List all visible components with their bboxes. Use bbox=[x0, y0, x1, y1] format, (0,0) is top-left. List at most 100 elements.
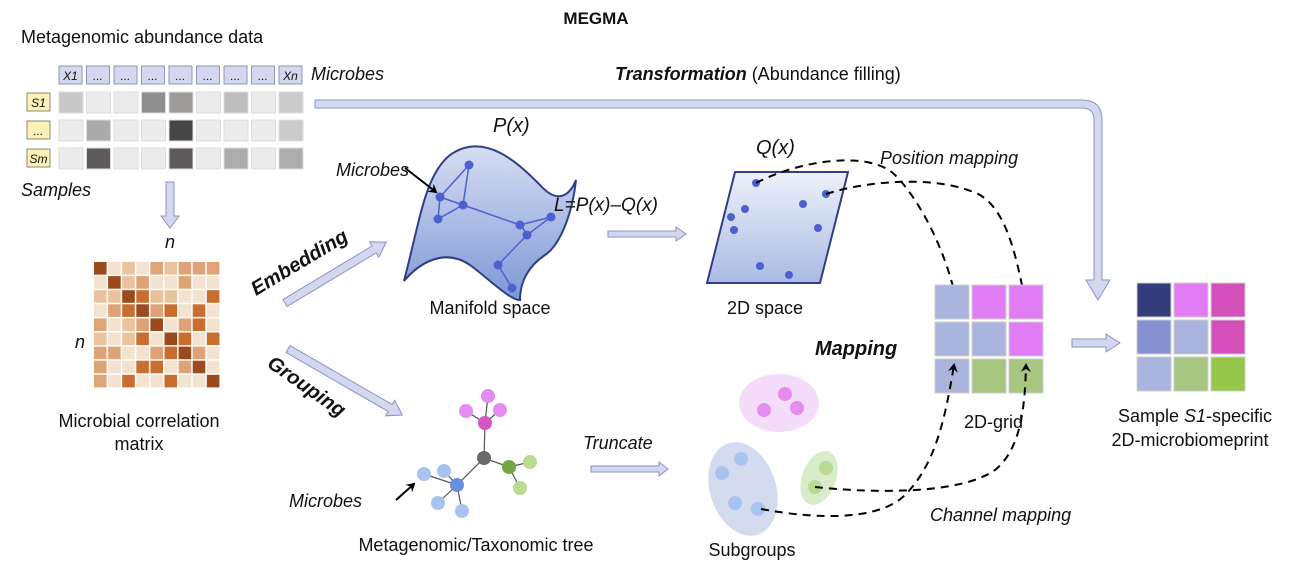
column-header-label: ... bbox=[258, 69, 268, 83]
correlation-cell bbox=[150, 374, 163, 388]
correlation-cell bbox=[178, 346, 192, 360]
correlation-caption-line2: matrix bbox=[115, 434, 164, 454]
grid-cell bbox=[934, 358, 970, 394]
transformation-rest: (Abundance filling) bbox=[747, 64, 901, 84]
correlation-cell bbox=[192, 304, 206, 317]
column-header-cell bbox=[168, 65, 193, 85]
column-header-label: ... bbox=[175, 69, 185, 83]
subgroups-caption: Subgroups bbox=[708, 540, 795, 560]
correlation-cell bbox=[136, 346, 149, 360]
correlation-cell bbox=[206, 360, 220, 374]
grid-cell bbox=[934, 321, 970, 357]
row-header-label: S1 bbox=[31, 96, 46, 110]
correlation-cell bbox=[206, 290, 220, 303]
manifold-p-label: P(x) bbox=[493, 115, 530, 137]
correlation-cell bbox=[150, 346, 163, 360]
column-header-label: X1 bbox=[62, 69, 78, 83]
correlation-cell bbox=[122, 374, 135, 388]
correlation-cell bbox=[94, 318, 107, 331]
diagram-title: MEGMA bbox=[563, 9, 628, 28]
channel-mapping-arrows bbox=[760, 363, 1031, 518]
grid-cell bbox=[971, 358, 1007, 394]
correlation-cell bbox=[164, 262, 178, 275]
grid-cell bbox=[1008, 321, 1044, 357]
abundance-cell bbox=[223, 91, 249, 114]
correlation-cell bbox=[206, 374, 220, 388]
correlation-cell bbox=[108, 262, 121, 275]
subgroup-pink bbox=[739, 374, 819, 432]
row-header-cell bbox=[26, 92, 51, 112]
correlation-cell bbox=[122, 346, 135, 360]
tree-nodes bbox=[417, 389, 537, 518]
abundance-cell bbox=[251, 147, 276, 170]
row-header-cell bbox=[26, 120, 51, 140]
caption-sample: S1 bbox=[1184, 406, 1206, 426]
correlation-cell bbox=[108, 374, 121, 388]
correlation-cell bbox=[108, 304, 121, 317]
abundance-cell bbox=[223, 119, 249, 142]
abundance-cell bbox=[251, 91, 276, 114]
abundance-cell bbox=[86, 91, 111, 114]
correlation-cell bbox=[164, 276, 178, 289]
manifold-caption: Manifold space bbox=[429, 298, 550, 318]
correlation-cell bbox=[136, 360, 149, 374]
abundance-cell bbox=[223, 147, 249, 170]
correlation-n-left: n bbox=[75, 332, 85, 352]
correlation-cell bbox=[150, 332, 163, 346]
2d-grid bbox=[934, 284, 1044, 394]
correlation-cell bbox=[136, 290, 149, 303]
correlation-cell bbox=[122, 360, 135, 374]
position-mapping-arrows bbox=[755, 159, 1028, 297]
abundance-cell bbox=[168, 91, 194, 114]
correlation-cell bbox=[178, 332, 192, 346]
correlation-cell bbox=[206, 304, 220, 317]
column-header-label: ... bbox=[203, 69, 213, 83]
grid-cell bbox=[971, 321, 1007, 357]
correlation-cell bbox=[136, 262, 149, 275]
column-header-label: Xn bbox=[282, 69, 298, 83]
correlation-cell bbox=[192, 290, 206, 303]
microbiomeprint-caption-line2: 2D-microbiomeprint bbox=[1111, 430, 1268, 450]
row-header-label: Sm bbox=[30, 152, 48, 166]
abundance-cell bbox=[141, 147, 166, 170]
grid-cell bbox=[1136, 356, 1172, 392]
correlation-cell bbox=[136, 332, 149, 346]
correlation-cell bbox=[192, 276, 206, 289]
correlation-cell bbox=[108, 276, 121, 289]
abundance-cell bbox=[86, 147, 111, 170]
microbiomeprint-caption-line1: Sample S1-specific bbox=[1118, 406, 1272, 426]
abundance-cell bbox=[113, 119, 139, 142]
manifold-surface bbox=[403, 145, 577, 302]
correlation-cell bbox=[178, 262, 192, 275]
abundance-cell bbox=[278, 91, 304, 114]
correlation-cell bbox=[94, 346, 107, 360]
grid-cell bbox=[1136, 319, 1172, 355]
grouping-arrow bbox=[285, 344, 404, 417]
correlation-cell bbox=[206, 276, 220, 289]
abundance-cell bbox=[168, 147, 194, 170]
correlation-cell bbox=[164, 290, 178, 303]
correlation-cell bbox=[94, 262, 107, 275]
correlation-cell bbox=[206, 262, 220, 275]
abundance-cell bbox=[58, 91, 84, 114]
tree-caption: Metagenomic/Taxonomic tree bbox=[358, 535, 593, 555]
column-header-label: ... bbox=[230, 69, 240, 83]
correlation-cell bbox=[178, 290, 192, 303]
correlation-cell bbox=[164, 304, 178, 317]
correlation-cell bbox=[122, 276, 135, 289]
2d-space-q-label: Q(x) bbox=[756, 137, 795, 159]
tree-microbes-pointer-arrow bbox=[395, 482, 416, 501]
abundance-row-headers: S1... Sm bbox=[26, 92, 51, 168]
correlation-cell bbox=[206, 346, 220, 360]
row-header-label: ... bbox=[33, 124, 43, 138]
grid-cell bbox=[1210, 356, 1246, 392]
correlation-cell bbox=[122, 262, 135, 275]
correlation-cell bbox=[206, 318, 220, 331]
transformation-arrow bbox=[314, 99, 1111, 301]
abundance-cell bbox=[86, 119, 111, 142]
correlation-cell bbox=[164, 318, 178, 331]
grid-cell bbox=[1173, 356, 1209, 392]
correlation-cell bbox=[150, 304, 163, 317]
abundance-cell bbox=[168, 119, 194, 142]
manifold-nodes bbox=[433, 160, 556, 293]
